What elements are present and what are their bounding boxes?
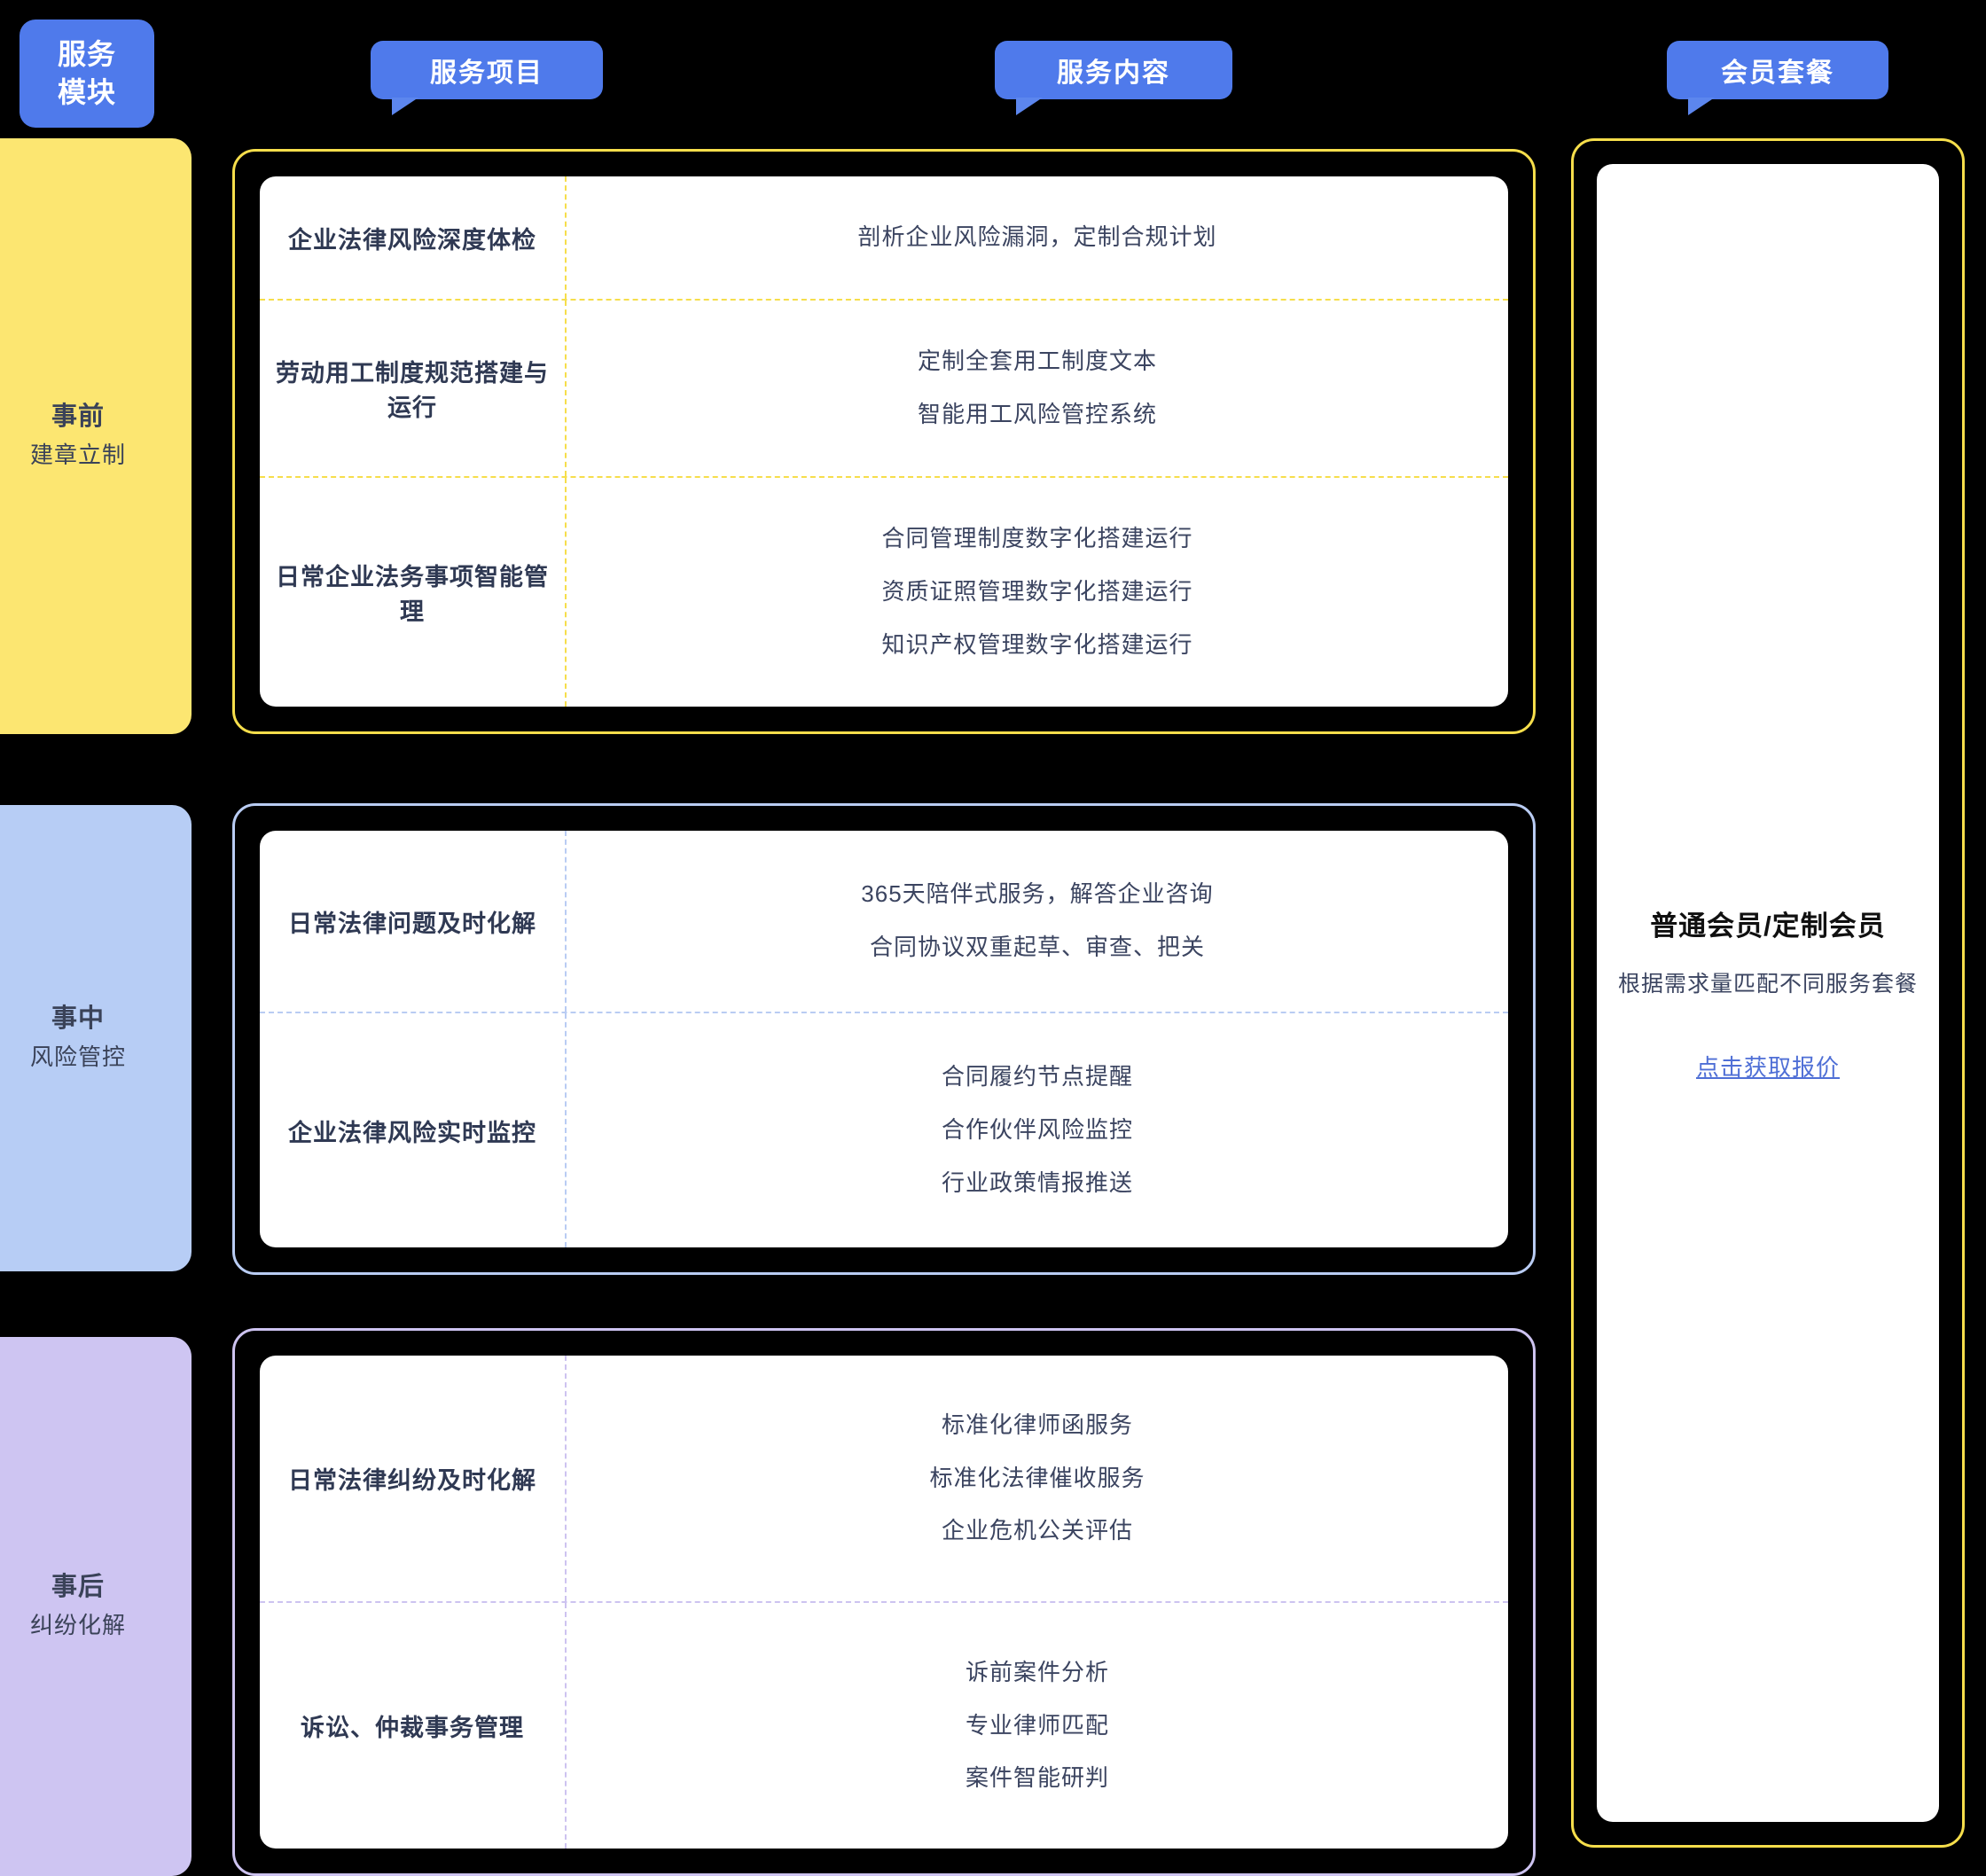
service-content-line: 合同管理制度数字化搭建运行 [881,525,1193,552]
service-content-line: 企业危机公关评估 [941,1517,1133,1544]
stage-module-mid: 事中 风险管控 [0,805,192,1271]
service-item-name: 企业法律风险深度体检 [260,176,567,300]
table-row: 劳动用工制度规范搭建与运行 定制全套用工制度文本 智能用工风险管控系统 [260,299,1508,477]
service-content-line: 资质证照管理数字化搭建运行 [881,578,1193,606]
stage-module-pre: 事前 建章立制 [0,138,192,734]
service-content-line: 行业政策情报推送 [941,1169,1133,1196]
header-service-content-bubble: 服务内容 [995,41,1232,115]
service-content-cell: 365天陪伴式服务，解答企业咨询 合同协议双重起草、审查、把关 [567,831,1508,1012]
service-content-line: 合同履约节点提醒 [941,1063,1133,1090]
service-item-name: 企业法律风险实时监控 [260,1013,567,1247]
service-content-line: 案件智能研判 [965,1764,1109,1792]
table-row: 日常法律纠纷及时化解 标准化律师函服务 标准化法律催收服务 企业危机公关评估 [260,1356,1508,1601]
stage-module-post: 事后 纠纷化解 [0,1337,192,1876]
table-row: 日常法律问题及时化解 365天陪伴式服务，解答企业咨询 合同协议双重起草、审查、… [260,831,1508,1012]
member-plan-card: 普通会员/定制会员 根据需求量匹配不同服务套餐 点击获取报价 [1597,164,1939,1822]
service-content-line: 剖析企业风险漏洞，定制合规计划 [857,223,1217,251]
service-content-cell: 诉前案件分析 专业律师匹配 案件智能研判 [567,1603,1508,1849]
section-mid: 日常法律问题及时化解 365天陪伴式服务，解答企业咨询 合同协议双重起草、审查、… [232,803,1536,1275]
header-module-line2: 模块 [57,76,116,108]
service-content-line: 合作伙伴风险监控 [941,1116,1133,1144]
service-content-cell: 剖析企业风险漏洞，定制合规计划 [567,176,1508,299]
service-item-name: 日常法律问题及时化解 [260,831,567,1012]
section-post-card: 日常法律纠纷及时化解 标准化律师函服务 标准化法律催收服务 企业危机公关评估 诉… [260,1356,1508,1849]
service-content-cell: 合同管理制度数字化搭建运行 资质证照管理数字化搭建运行 知识产权管理数字化搭建运… [567,478,1508,707]
member-plan-title: 普通会员/定制会员 [1650,911,1886,942]
get-quote-link[interactable]: 点击获取报价 [1695,1054,1840,1081]
service-content-cell: 定制全套用工制度文本 智能用工风险管控系统 [567,301,1508,476]
service-content-line: 365天陪伴式服务，解答企业咨询 [861,880,1214,908]
service-content-line: 标准化法律催收服务 [929,1464,1145,1491]
table-row: 企业法律风险深度体检 剖析企业风险漏洞，定制合规计划 [260,176,1508,300]
stage-module-post-subtitle: 纠纷化解 [29,1611,126,1638]
stage-module-pre-title: 事前 [51,403,105,432]
service-content-line: 智能用工风险管控系统 [917,401,1157,428]
service-content-line: 定制全套用工制度文本 [917,348,1157,375]
member-plan-frame: 普通会员/定制会员 根据需求量匹配不同服务套餐 点击获取报价 [1571,138,1965,1848]
service-content-line: 诉前案件分析 [965,1658,1109,1685]
section-pre-card: 企业法律风险深度体检 剖析企业风险漏洞，定制合规计划 劳动用工制度规范搭建与运行… [260,176,1508,707]
service-item-name: 劳动用工制度规范搭建与运行 [260,301,567,477]
header-module-pill: 服务 模块 [20,20,154,128]
service-item-name: 日常法律纠纷及时化解 [260,1356,567,1601]
service-content-line: 知识产权管理数字化搭建运行 [881,631,1193,658]
table-row: 日常企业法务事项智能管理 合同管理制度数字化搭建运行 资质证照管理数字化搭建运行… [260,476,1508,707]
stage-module-mid-subtitle: 风险管控 [29,1043,126,1070]
service-content-line: 标准化律师函服务 [941,1411,1133,1438]
service-content-cell: 合同履约节点提醒 合作伙伴风险监控 行业政策情报推送 [567,1013,1508,1247]
stage-module-post-title: 事后 [51,1573,105,1602]
section-pre: 企业法律风险深度体检 剖析企业风险漏洞，定制合规计划 劳动用工制度规范搭建与运行… [232,149,1536,734]
service-item-name: 诉讼、仲裁事务管理 [260,1603,567,1849]
section-mid-card: 日常法律问题及时化解 365天陪伴式服务，解答企业咨询 合同协议双重起草、审查、… [260,831,1508,1247]
service-content-line: 合同协议双重起草、审查、把关 [869,934,1205,961]
table-row: 诉讼、仲裁事务管理 诉前案件分析 专业律师匹配 案件智能研判 [260,1601,1508,1849]
service-content-line: 专业律师匹配 [965,1711,1109,1739]
member-plan-subtitle: 根据需求量匹配不同服务套餐 [1617,972,1918,997]
stage-module-mid-title: 事中 [51,1004,105,1034]
stage-module-pre-subtitle: 建章立制 [29,441,126,468]
header-service-item-bubble: 服务项目 [371,41,603,115]
section-post: 日常法律纠纷及时化解 标准化律师函服务 标准化法律催收服务 企业危机公关评估 诉… [232,1328,1536,1876]
header-module-line1: 服务 [57,37,116,70]
header-member-plan-bubble: 会员套餐 [1667,41,1888,115]
table-row: 企业法律风险实时监控 合同履约节点提醒 合作伙伴风险监控 行业政策情报推送 [260,1012,1508,1247]
service-item-name: 日常企业法务事项智能管理 [260,478,567,707]
service-content-cell: 标准化律师函服务 标准化法律催收服务 企业危机公关评估 [567,1356,1508,1601]
